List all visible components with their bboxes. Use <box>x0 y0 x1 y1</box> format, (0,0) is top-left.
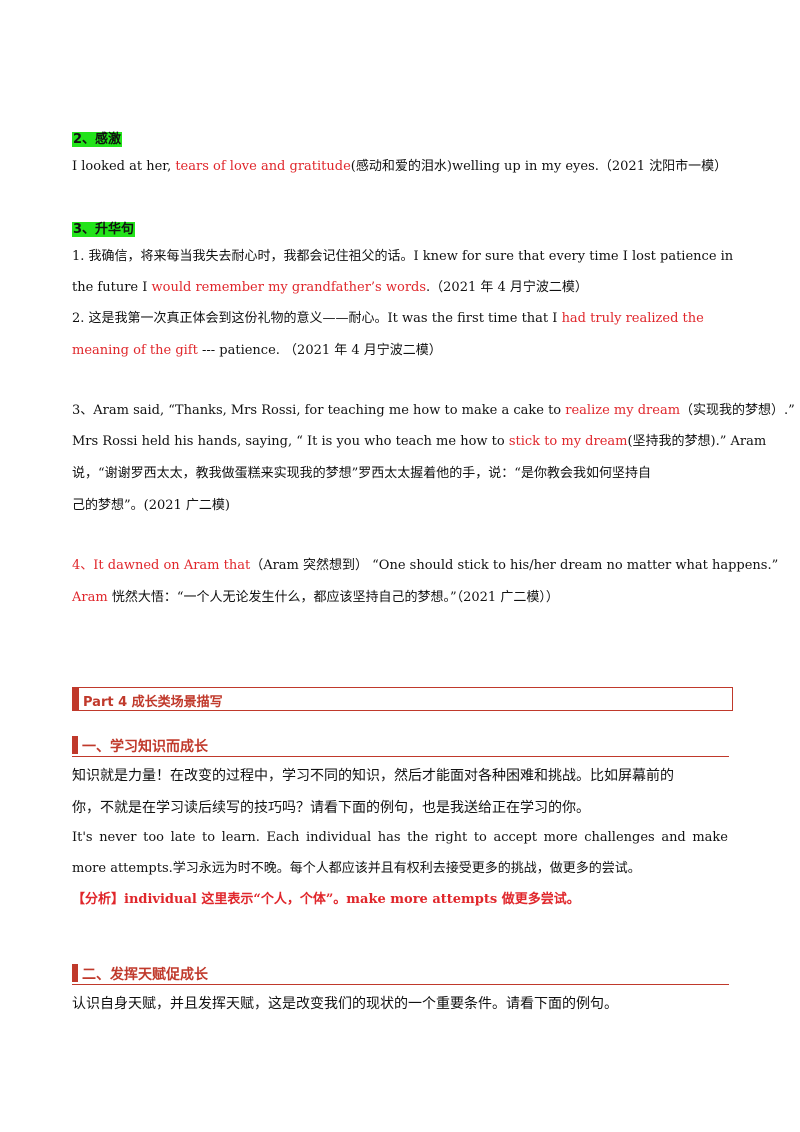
gratitude-sentence: I looked at her, tears of love and grati… <box>72 159 728 174</box>
talent-paragraph: 认识自身天赋，并且发挥天赋，这是改变我们的现状的一个重要条件。请看下面的例句。 <box>72 996 618 1012</box>
example-word: never <box>99 830 137 845</box>
example-word: accept <box>493 830 538 845</box>
example-word: individual <box>306 830 372 845</box>
section-talent-bar <box>72 964 78 982</box>
example2-line2: meaning of the gift --- patience. （2021 … <box>72 343 442 358</box>
example3-line4: 己的梦想”。(2021 广二模) <box>72 498 231 513</box>
example3-line3: 说，“谢谢罗西太太，教我做蛋糕来实现我的梦想”罗西太太握着他的手，说：“是你教会… <box>72 466 651 481</box>
example4-line2: Aram 恍然大悟：“一个人无论发生什么，都应该坚持自己的梦想。”（2021 广… <box>72 590 559 605</box>
heading-sublimation: 3、升华句 <box>72 222 136 237</box>
example1-line1: 1. 我确信，将来每当我失去耐心时，我都会记住祖父的话。I knew for s… <box>72 249 734 264</box>
part4-title: Part 4 成长类场景描写 <box>83 695 223 710</box>
example-word: the <box>407 830 429 845</box>
learning-paragraph-line1: 知识就是力量！在改变的过程中，学习不同的知识，然后才能面对各种困难和挑战。比如屏… <box>72 768 674 784</box>
section-learning-bar <box>72 736 78 754</box>
section-learning-heading: 一、学习知识而成长 <box>72 734 729 757</box>
example-word: late <box>170 830 196 845</box>
example-word: Each <box>266 830 300 845</box>
example1-line2: the future I would remember my grandfath… <box>72 280 588 295</box>
learning-analysis: 【分析】individual 这里表示“个人，个体”。make more att… <box>72 892 580 907</box>
section-learning-title: 一、学习知识而成长 <box>82 739 208 755</box>
learning-paragraph-line2: 你，不就是在学习读后续写的技巧吗？请看下面的例句，也是我送给正在学习的你。 <box>72 800 590 816</box>
example-word: challenges <box>584 830 655 845</box>
example3-line1: 3、Aram said, “Thanks, Mrs Rossi, for tea… <box>72 403 795 418</box>
learning-example-line2: more attempts.学习永远为时不晚。每个人都应该并且有权利去接受更多的… <box>72 861 641 876</box>
part4-title-box: Part 4 成长类场景描写 <box>72 687 733 711</box>
example4-line1: 4、It dawned on Aram that（Aram 突然想到） “One… <box>72 558 779 573</box>
example-word: to <box>473 830 487 845</box>
part4-title-bar <box>73 688 79 710</box>
example-word: to <box>201 830 216 845</box>
section-talent-heading: 二、发挥天赋促成长 <box>72 962 729 985</box>
example-word: more <box>543 830 578 845</box>
example3-line2: Mrs Rossi held his hands, saying, “ It i… <box>72 434 767 449</box>
example-word: and <box>661 830 686 845</box>
example-word: right <box>434 830 468 845</box>
section-talent-title: 二、发挥天赋促成长 <box>82 967 208 983</box>
example-word: It's <box>72 830 93 845</box>
example-word: has <box>377 830 401 845</box>
example-word: too <box>143 830 164 845</box>
heading-gratitude: 2、感激 <box>72 132 123 147</box>
example2-line1: 2. 这是我第一次真正体会到这份礼物的意义——耐心。It was the fir… <box>72 311 704 326</box>
example-word: make <box>692 830 728 845</box>
example-word: learn. <box>221 830 260 845</box>
